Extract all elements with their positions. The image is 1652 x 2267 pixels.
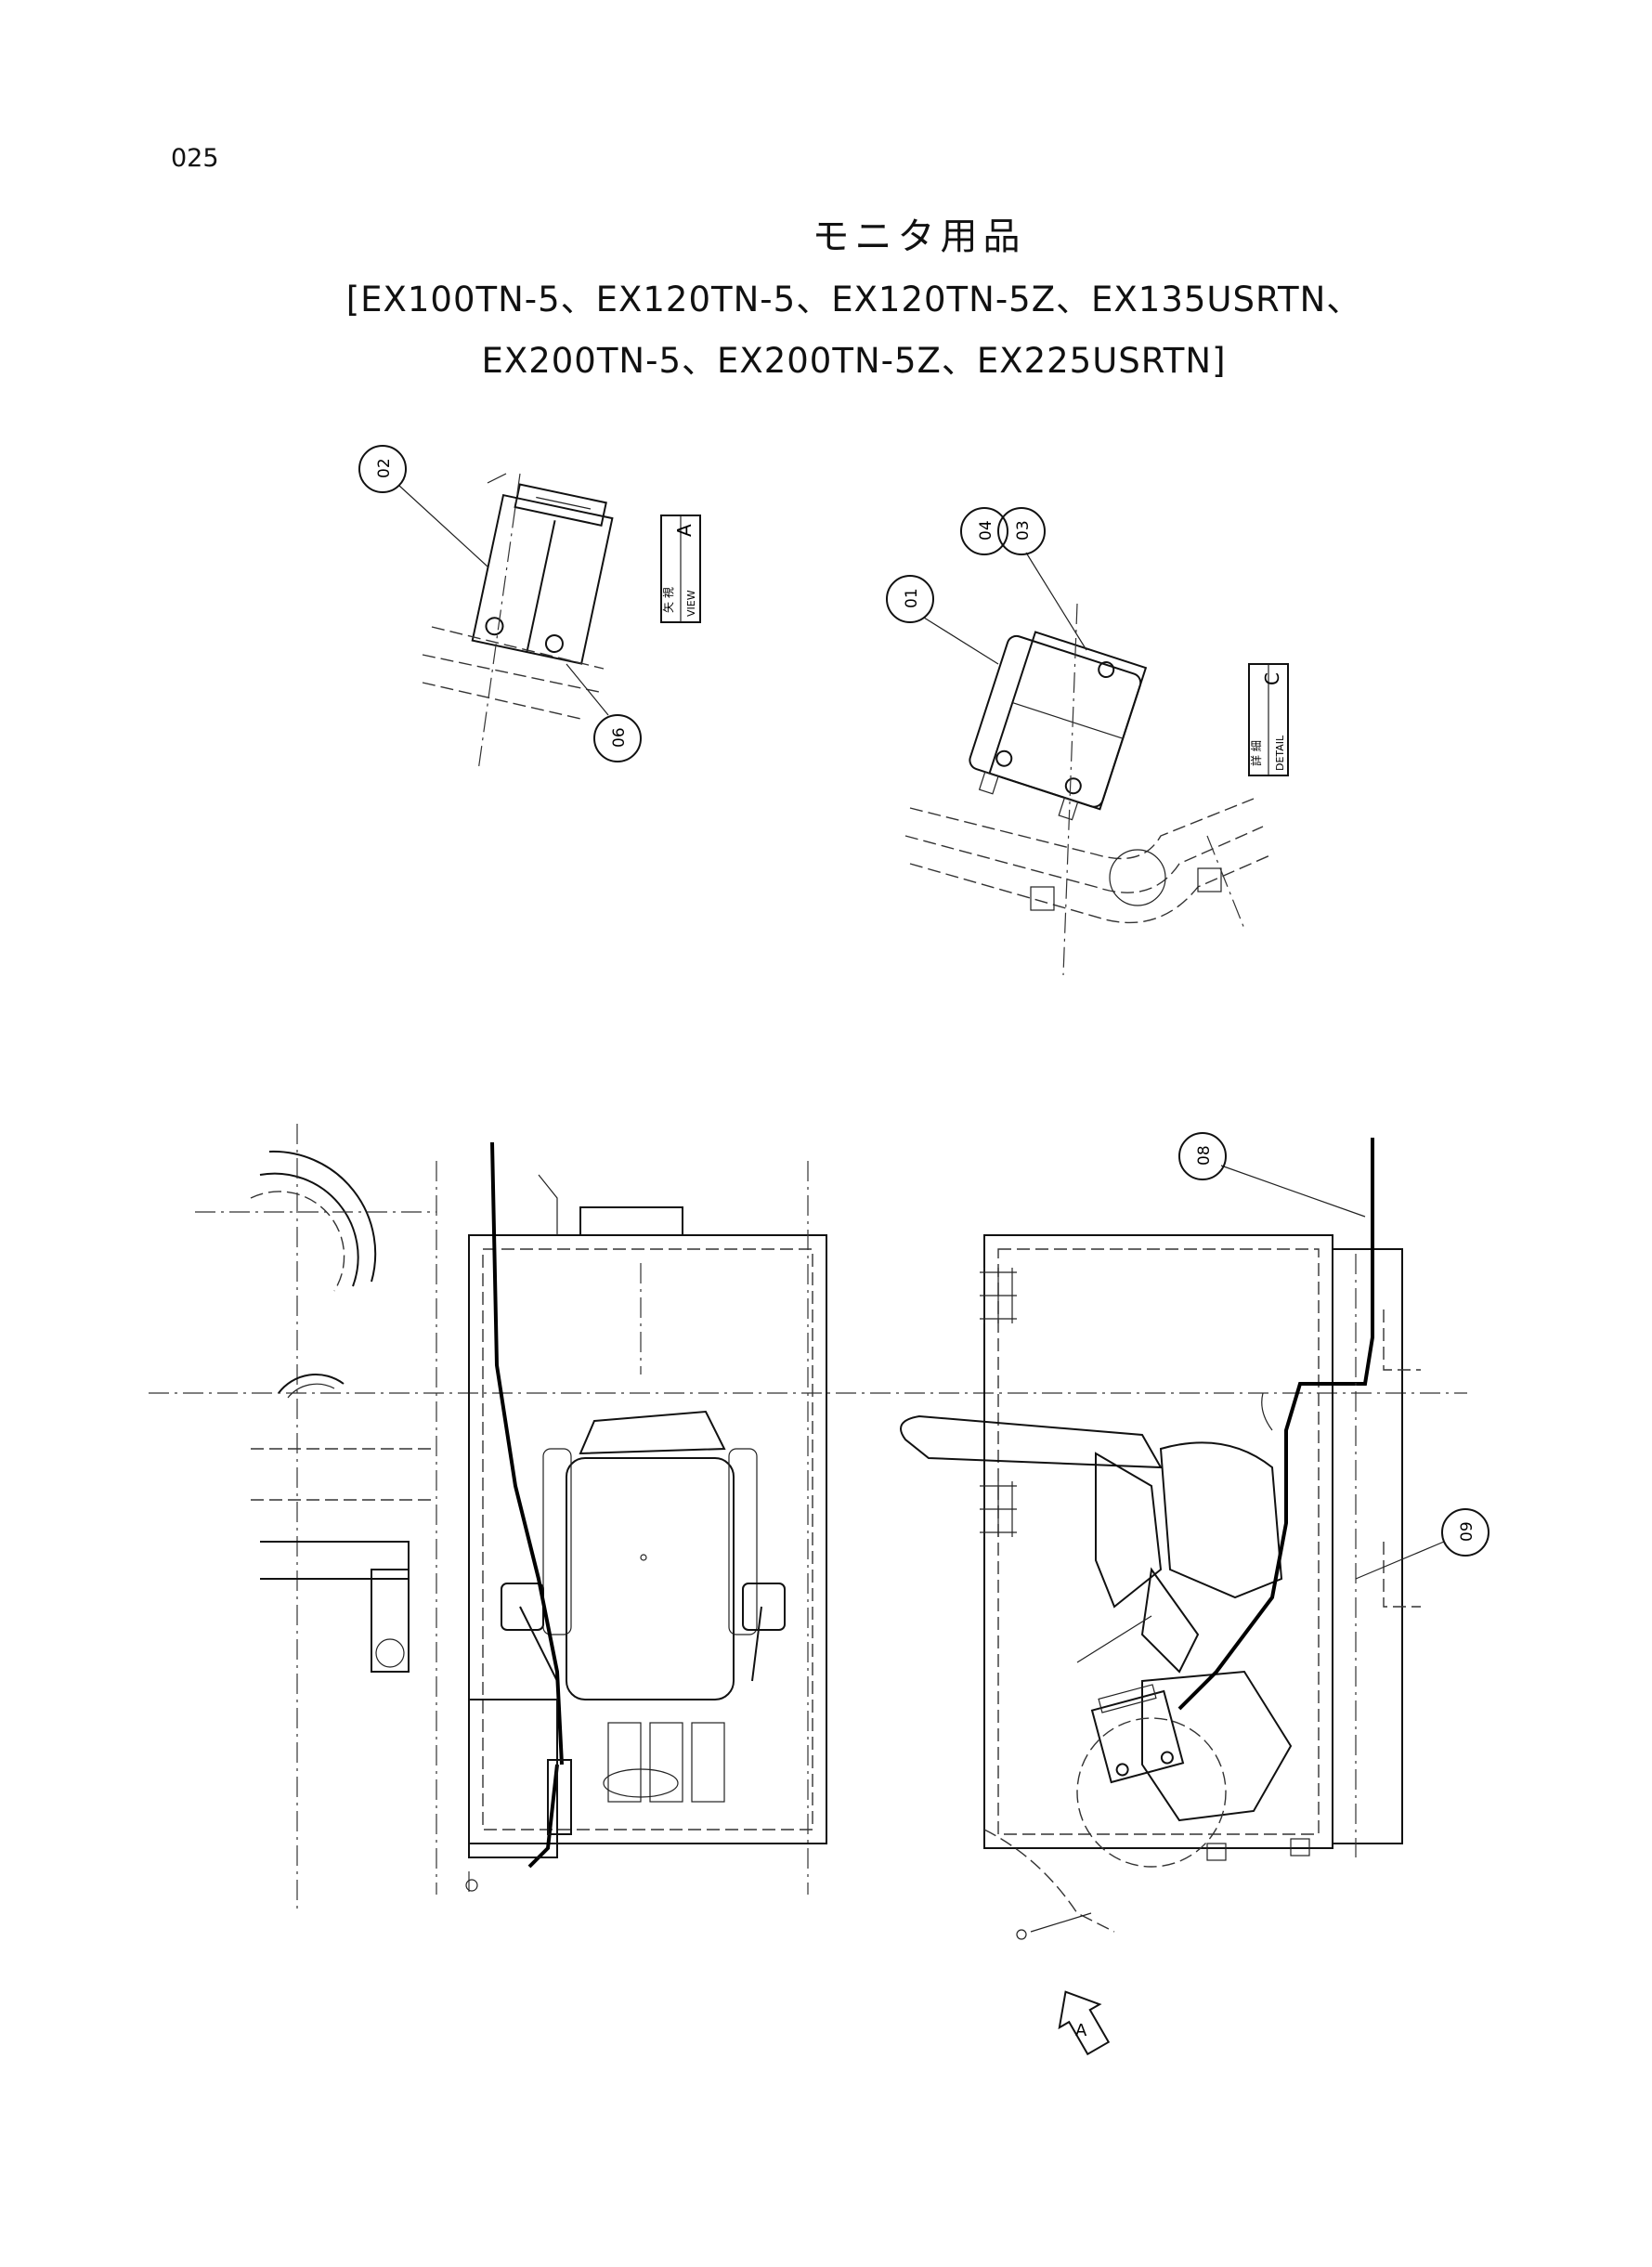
svg-text:09: 09	[1458, 1521, 1476, 1542]
detail-letter: C	[1261, 672, 1283, 685]
svg-text:01: 01	[903, 588, 921, 608]
hatch-block-lower	[980, 1481, 1017, 1537]
view-arrow-letter: A	[1075, 2021, 1087, 2040]
view-en-label: VIEW	[685, 590, 697, 617]
view-a-arrow	[1058, 1990, 1111, 2056]
hatch-block-upper	[980, 1268, 1017, 1323]
detail-c-label-box: C 詳 細 DETAIL	[1248, 663, 1289, 776]
view-a-detail	[422, 473, 614, 772]
callout-09: 09	[1355, 1508, 1489, 1580]
callout-04: 04	[960, 507, 1008, 555]
page-number: 025	[171, 144, 219, 173]
view-a-label-box: A 矢 視 VIEW	[660, 515, 701, 623]
callout-06: 06	[566, 663, 642, 762]
svg-text:06: 06	[610, 727, 629, 748]
callout-08: 08	[1178, 1132, 1366, 1218]
left-cab-plan-view	[149, 1124, 1467, 1913]
callout-01: 01	[886, 575, 999, 665]
detail-c-detail	[904, 603, 1273, 976]
view-jp-label: 矢 視	[661, 587, 675, 613]
svg-text:03: 03	[1014, 520, 1033, 541]
page-title: モニタ用品	[812, 215, 1026, 258]
right-cab-plan-view	[900, 1138, 1421, 1940]
callout-02: 02	[358, 445, 488, 567]
view-letter: A	[673, 524, 696, 537]
svg-text:02: 02	[375, 458, 394, 478]
detail-jp-label: 詳 細	[1249, 740, 1263, 766]
model-list-line-1: [EX100TN-5、EX120TN-5、EX120TN-5Z、EX135USR…	[345, 280, 1362, 319]
monitor-unit	[1090, 1684, 1185, 1784]
svg-text:04: 04	[977, 520, 995, 541]
detail-en-label: DETAIL	[1274, 735, 1286, 771]
model-list-line-2: EX200TN-5、EX200TN-5Z、EX225USRTN]	[481, 341, 1227, 381]
callout-03: 03	[997, 507, 1087, 651]
svg-text:08: 08	[1195, 1145, 1214, 1166]
